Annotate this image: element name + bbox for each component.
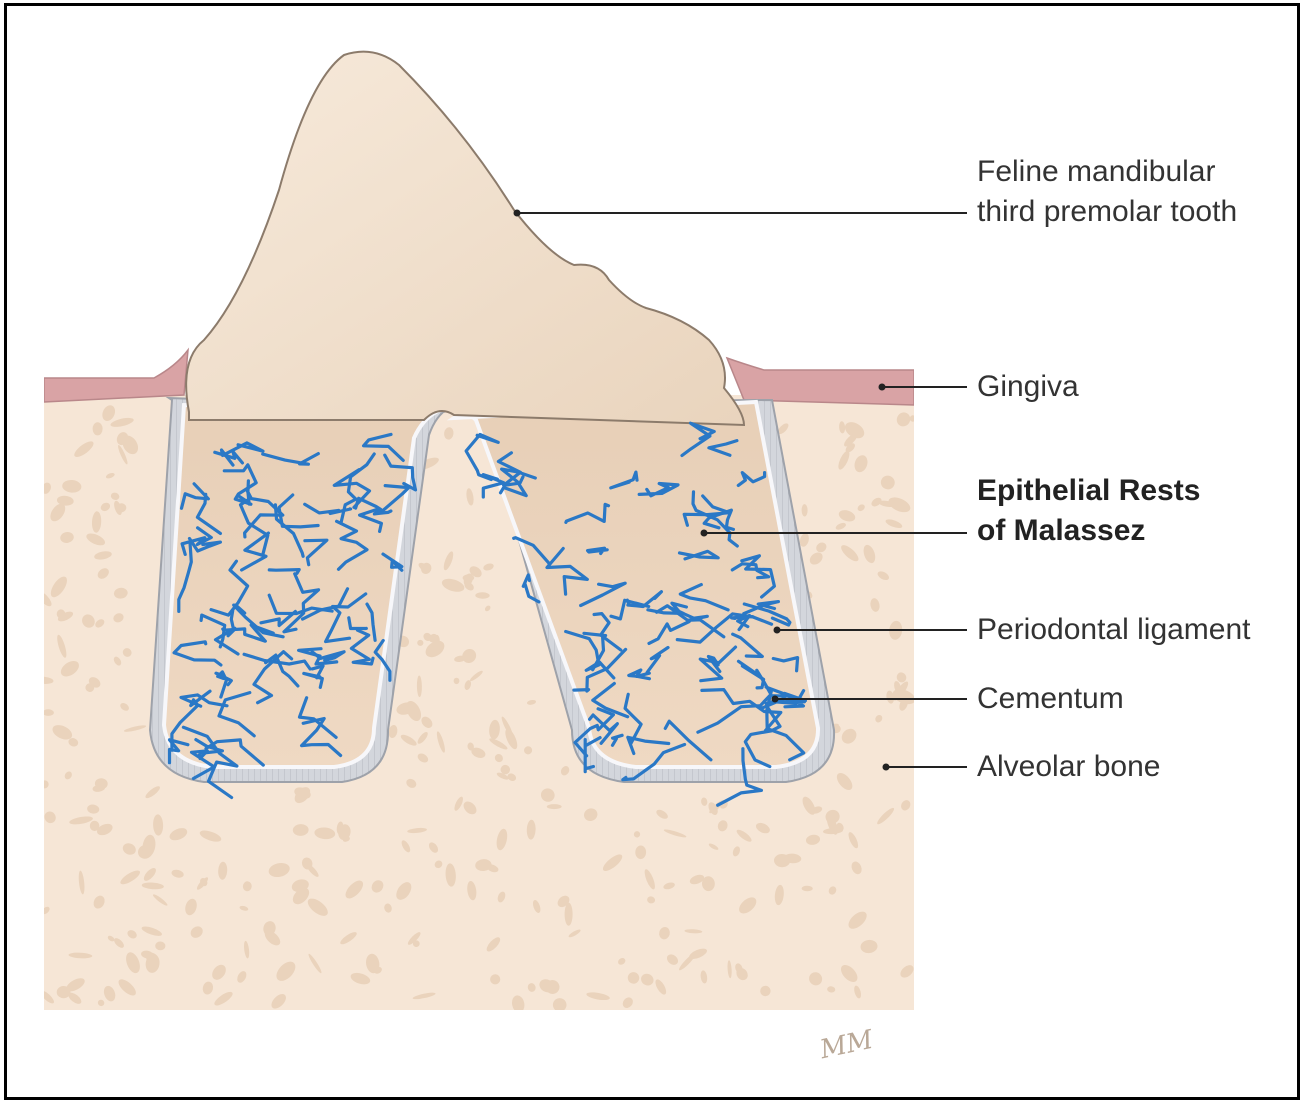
bone-pore <box>454 678 460 684</box>
label-rests-line1: Epithelial Rests <box>977 471 1200 511</box>
gingiva-right <box>727 358 914 405</box>
label-tooth-line1: Feline mandibular <box>977 152 1215 192</box>
bone-pore <box>93 422 103 435</box>
label-cementum: Cementum <box>977 679 1124 719</box>
label-periodontal-ligament: Periodontal ligament <box>977 610 1251 650</box>
label-tooth-line2: third premolar tooth <box>977 192 1237 232</box>
bone-pore <box>547 804 562 809</box>
bone-pore <box>565 903 573 926</box>
label-rests-line2: of Malassez <box>977 511 1145 551</box>
gingiva-left <box>44 350 188 402</box>
tooth-crown <box>186 52 744 425</box>
label-alveolar-bone: Alveolar bone <box>977 747 1160 787</box>
tooth-illustration <box>44 40 914 1010</box>
label-gingiva: Gingiva <box>977 367 1079 407</box>
